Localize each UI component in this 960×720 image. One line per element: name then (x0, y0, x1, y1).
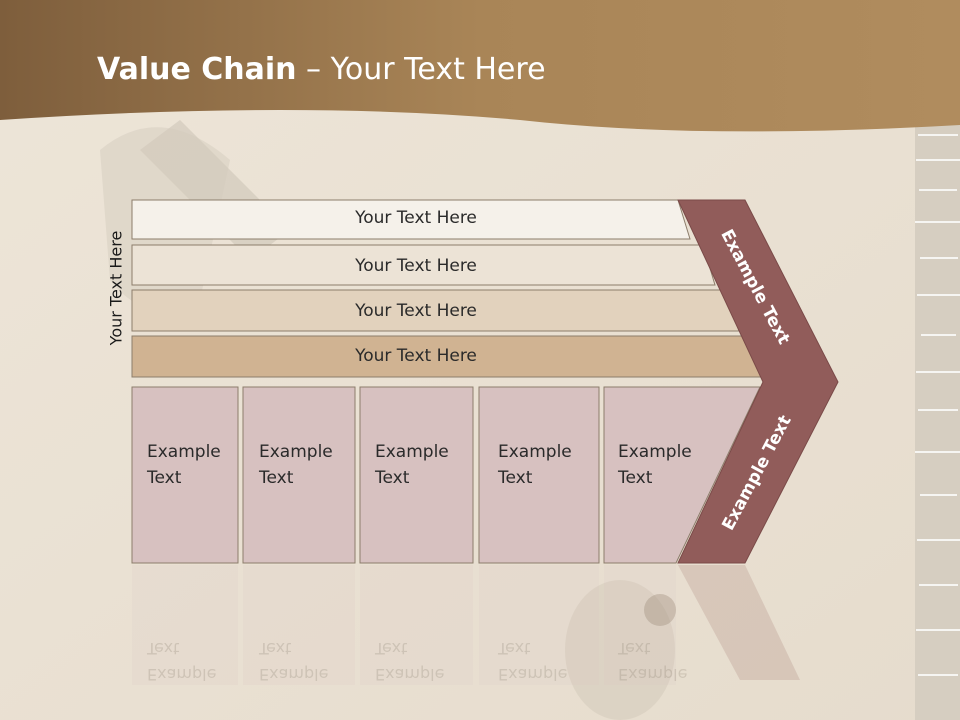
box-3-reflection: Example Text (375, 635, 444, 687)
box-4-reflection-line1: Example (498, 665, 568, 684)
box-4-reflection: Example Text (498, 635, 567, 687)
row-bar-1 (131, 199, 691, 240)
page-title: Value Chain – Your Text Here (97, 52, 546, 87)
box-3-reflection-line1: Example (375, 665, 445, 684)
box-4-reflection-line2: Text (498, 639, 531, 658)
example-box-reflection-4 (479, 565, 599, 685)
box-2-reflection-line1: Example (259, 665, 329, 684)
example-box-5 (603, 386, 761, 564)
box-2-reflection: Example Text (259, 635, 328, 687)
box-5-reflection-line2: Text (618, 639, 651, 658)
box-4-line2: Text (498, 468, 533, 488)
example-box-2 (242, 386, 356, 564)
box-2-line1: Example (259, 442, 333, 462)
example-box-reflection-2 (243, 565, 355, 685)
bg-compass-decoration (565, 580, 675, 720)
header-band (0, 0, 960, 132)
example-box-1 (131, 386, 239, 564)
box-1-line1: Example (147, 442, 221, 462)
side-label: Your Text Here (106, 230, 126, 346)
box-3-line2: Text (375, 468, 410, 488)
row-3-label: Your Text Here (355, 301, 477, 321)
box-2-reflection-line2: Text (259, 639, 292, 658)
title-rest: – Your Text Here (296, 52, 546, 87)
box-2-line2: Text (259, 468, 294, 488)
example-box-4 (478, 386, 600, 564)
box-3-reflection-line2: Text (375, 639, 408, 658)
row-2-label: Your Text Here (355, 256, 477, 276)
example-box-reflection-3 (360, 565, 473, 685)
example-box-reflection-1 (132, 565, 238, 685)
box-5-line2: Text (618, 468, 653, 488)
row-bar-2 (131, 244, 716, 286)
row-4-label: Your Text Here (355, 346, 477, 366)
box-5-line1: Example (618, 442, 692, 462)
box-5-reflection-line1: Example (618, 665, 688, 684)
box-3-line1: Example (375, 442, 449, 462)
box-1-reflection-line2: Text (147, 639, 180, 658)
example-box-3 (359, 386, 474, 564)
title-bold: Value Chain (97, 52, 297, 87)
box-1-reflection: Example Text (147, 635, 216, 687)
row-1-label: Your Text Here (355, 208, 477, 228)
box-4-line1: Example (498, 442, 572, 462)
chevron-shape (677, 199, 839, 564)
box-1-line2: Text (147, 468, 182, 488)
box-1-reflection-line1: Example (147, 665, 217, 684)
box-5-reflection: Example Text (618, 635, 687, 687)
example-box-reflection-5 (604, 565, 676, 685)
bg-torn-edge (915, 120, 960, 720)
